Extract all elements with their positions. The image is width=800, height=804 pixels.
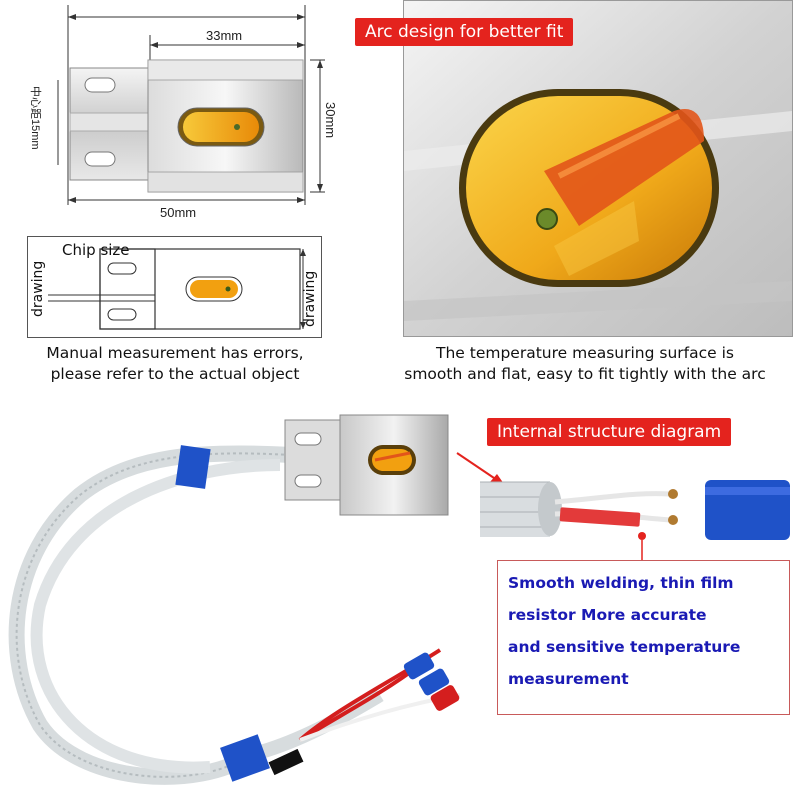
internal-structure-art <box>480 480 790 540</box>
dimension-diagram: 33mm 50mm 30mm 中心距15mm <box>0 0 340 225</box>
arc-closeup-photo <box>403 0 793 337</box>
caption-left: Manual measurement has errors, please re… <box>10 343 340 385</box>
caption-left-line2: please refer to the actual object <box>50 365 300 383</box>
internal-structure-photo <box>480 462 790 552</box>
dimension-lines <box>57 5 325 205</box>
feature-line-1: Smooth welding, thin film <box>508 574 734 592</box>
feature-line-4: measurement <box>508 670 629 688</box>
feature-line-3: and sensitive temperature <box>508 638 741 656</box>
sensor-art <box>8 414 461 785</box>
internal-structure-tag: Internal structure diagram <box>487 418 732 446</box>
dim-height-label: 30mm <box>323 102 338 139</box>
caption-right: The temperature measuring surface is smo… <box>370 343 800 385</box>
dim-bottom-label: 50mm <box>160 205 197 220</box>
chip-outline <box>48 248 306 330</box>
chip-right-label: drawing <box>302 270 318 327</box>
dim-top-label: 33mm <box>206 28 243 43</box>
arc-closeup-art <box>404 1 792 336</box>
chip-size-title: Chip size <box>62 241 130 259</box>
caption-left-line1: Manual measurement has errors, <box>46 344 304 362</box>
caption-right-line1: The temperature measuring surface is <box>435 344 734 362</box>
chip-size-drawing: Chip size drawing drawing <box>27 236 322 338</box>
arc-design-tag: Arc design for better fit <box>355 18 574 46</box>
caption-right-line2: smooth and flat, easy to fit tightly wit… <box>404 365 766 383</box>
chip-left-label: drawing <box>30 260 46 317</box>
feature-description-box: Smooth welding, thin film resistor More … <box>497 560 790 715</box>
sensor-product-photo <box>0 395 461 800</box>
feature-line-2: resistor More accurate <box>508 606 707 624</box>
dim-side-label: 中心距15mm <box>29 86 41 150</box>
